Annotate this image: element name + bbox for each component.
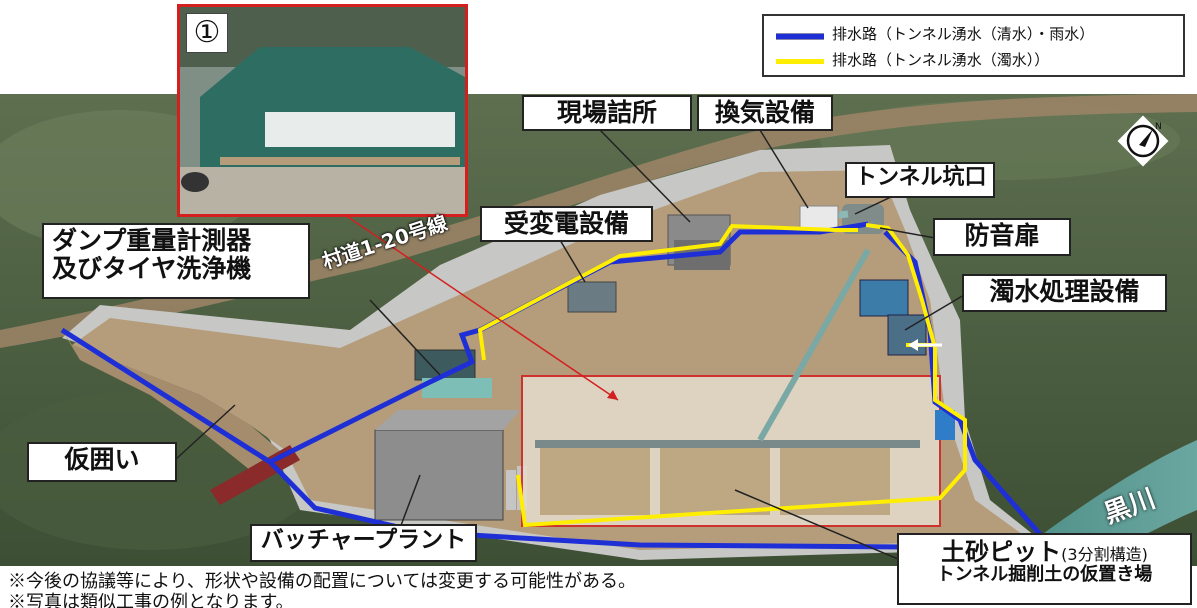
- leader-line: [734, 489, 906, 563]
- ventilation-unit: [799, 205, 839, 231]
- label-water-treatment: 濁水処理設備: [962, 274, 1167, 312]
- note-photo: ※写真は類似工事の例となります。: [8, 592, 294, 608]
- leader-line: [904, 294, 965, 331]
- leader-line: [369, 299, 441, 376]
- leader-line: [759, 129, 809, 209]
- label-ventilation: 換気設備: [697, 95, 833, 131]
- label-substation: 受変電設備: [480, 206, 653, 242]
- substation-unit: [567, 281, 617, 313]
- label-tunnel-portal: トンネル坑口: [845, 162, 995, 198]
- photo-number: ①: [186, 13, 228, 53]
- soil-pit-cell: [660, 440, 770, 515]
- legend-label-turbid: 排水路（トンネル湧水（濁水））: [832, 51, 1050, 69]
- label-dump-scale-line2: 及びタイヤ洗浄機: [52, 253, 252, 283]
- leader-line: [399, 474, 421, 529]
- compass-icon: N: [1117, 115, 1169, 167]
- photo-pointer-line: [319, 197, 619, 401]
- crane-rail: [535, 440, 920, 448]
- water-treatment-unit: [859, 279, 909, 317]
- batcher-plant-building: [374, 429, 504, 521]
- label-soil-pit: 土砂ピット(3分割構造) トンネル掘削土の仮置き場: [897, 533, 1192, 605]
- label-site-office: 現場詰所: [522, 95, 692, 131]
- legend-label-clean: 排水路（トンネル湧水（清水）・雨水）: [832, 25, 1095, 43]
- photo-pointer-arrow: [607, 390, 618, 400]
- silo: [506, 470, 516, 510]
- label-dump-scale-line1: ダンプ重量計測器: [52, 226, 252, 255]
- legend: 排水路（トンネル湧水（清水）・雨水） 排水路（トンネル湧水（濁水））: [762, 14, 1185, 77]
- leader-line: [879, 227, 936, 239]
- leader-line: [559, 239, 586, 283]
- tire-washer-pad: [422, 378, 492, 398]
- leader-line: [599, 129, 691, 223]
- leader-line: [174, 404, 236, 461]
- label-batcher-plant: バッチャープラント: [250, 524, 477, 562]
- label-soil-pit-line1: 土砂ピット(3分割構造): [907, 539, 1182, 565]
- note-change: ※今後の協議等により、形状や設備の配置については変更する可能性がある。: [8, 571, 637, 592]
- example-photo: ①: [177, 4, 468, 217]
- flow-arrowhead: [908, 339, 918, 351]
- label-soil-pit-line2: トンネル掘削土の仮置き場: [936, 564, 1153, 586]
- water-treatment-tank: [935, 410, 955, 440]
- legend-swatch-clean: [776, 33, 824, 40]
- label-soil-pit-main: 土砂ピット: [941, 538, 1062, 566]
- legend-swatch-turbid: [776, 59, 824, 64]
- batcher-plant-roof: [375, 410, 520, 430]
- belt-conveyor: [757, 248, 871, 442]
- label-dump-scale: ダンプ重量計測器 及びタイヤ洗浄機: [42, 223, 310, 299]
- soil-pit-cell: [540, 440, 650, 515]
- label-temporary-fence: 仮囲い: [27, 442, 177, 482]
- label-soil-pit-sub: (3分割構造): [1061, 545, 1148, 564]
- label-soundproof-door: 防音扉: [933, 218, 1071, 256]
- compass-letter: N: [1155, 122, 1162, 132]
